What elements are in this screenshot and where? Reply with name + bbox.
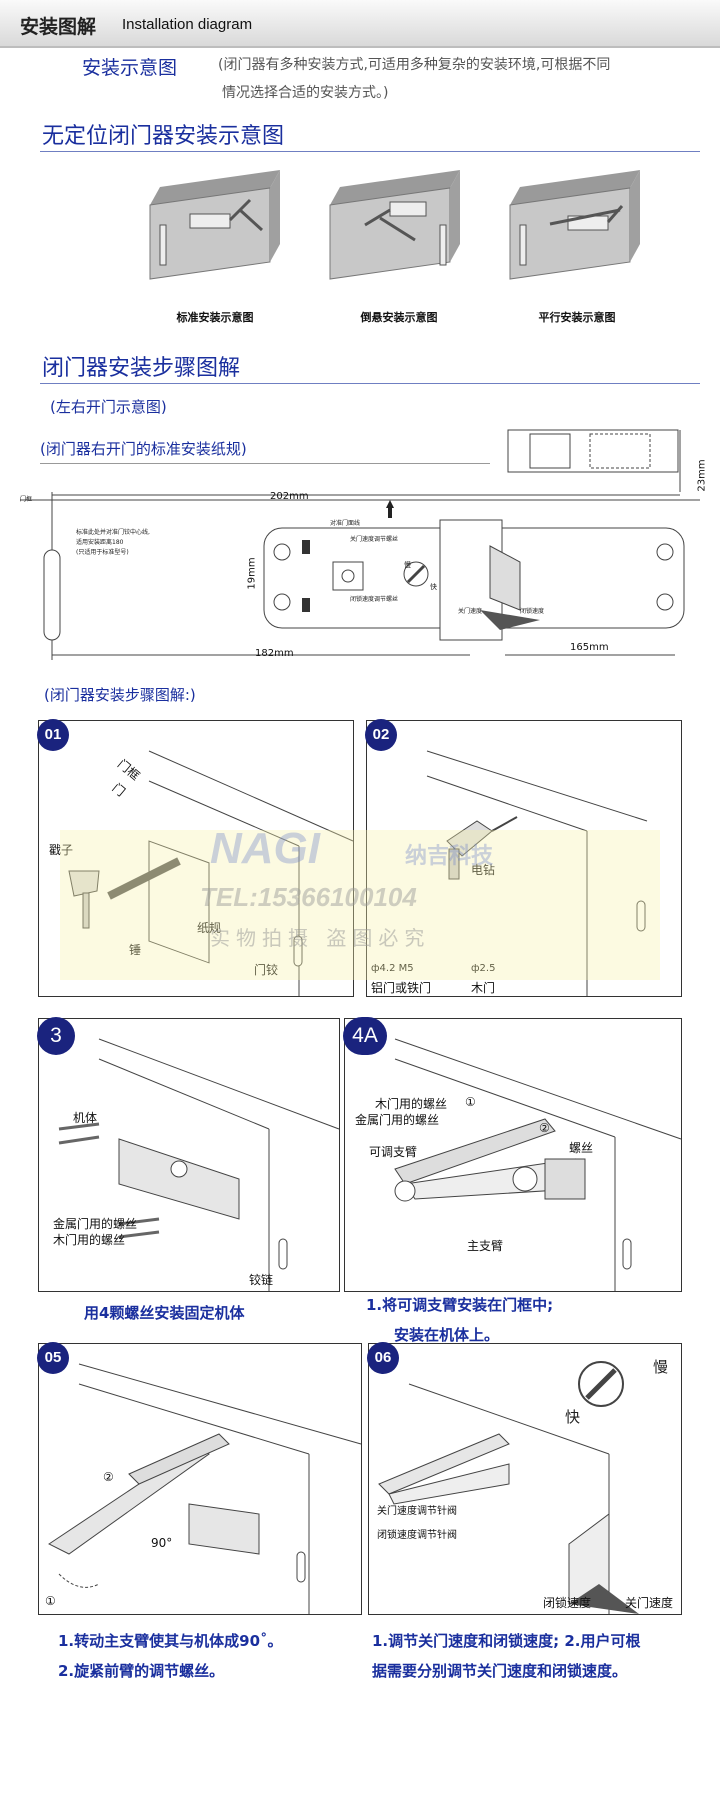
intro-text-line2: 情况选择合适的安装方式。) — [222, 85, 389, 101]
template-note-line3: (只适用于标准型号) — [76, 549, 129, 556]
template-dim-23: 23mm — [696, 459, 708, 492]
step-02-label-spec2: ф2.5 — [471, 963, 496, 974]
caption-inverted: 倒悬安装示意图 — [360, 311, 438, 324]
step-05-caption-line1: 1.转动主支臂使其与机体成90˚。 — [58, 1632, 283, 1650]
step-4a-label-metal-screw: 金属门用的螺丝 — [355, 1113, 440, 1127]
step-06-label-fast: 快 — [565, 1408, 581, 1426]
step-3-caption: 用4颗螺丝安装固定机体 — [84, 1304, 245, 1322]
section1-divider — [40, 151, 700, 152]
intro-text-line1: (闭门器有多种安装方式,可适用多种复杂的安装环境,可根据不同 — [218, 57, 611, 73]
step-4a-label-main-arm: 主支臂 — [467, 1239, 504, 1253]
step-05-label-n1: ① — [45, 1594, 56, 1608]
template-note-line1: 标准此处并对准门铰中心线, — [76, 529, 150, 536]
step-02-label-wood: 木门 — [471, 981, 496, 995]
template-top-label: 对准门面线 — [330, 520, 361, 527]
step-3-number: 3 — [37, 1017, 75, 1055]
section2-sub-template: (闭门器右开门的标准安装纸规) — [40, 440, 247, 458]
caption-standard: 标准安装示意图 — [176, 311, 254, 324]
template-divider — [40, 463, 490, 464]
step-02-number: 02 — [365, 719, 397, 751]
template-dim-202: 202mm — [270, 491, 309, 502]
step-05-number: 05 — [37, 1342, 69, 1374]
step-02-label-metal: 铝门或铁门 — [371, 981, 432, 995]
step-01-label-punch: 戳子 — [49, 843, 74, 857]
step-06-label-close-valve: 关门速度调节针阀 — [377, 1506, 457, 1517]
step-06-number: 06 — [367, 1342, 399, 1374]
step-01-illustration — [68, 750, 354, 996]
template-close-speed-screw: 关门速度调节螺丝 — [350, 536, 399, 543]
template-dim-182: 182mm — [255, 648, 294, 659]
header-title-en: Installation diagram — [122, 16, 253, 33]
step-02-illustration — [426, 750, 648, 996]
step-01-label-paper: 纸规 — [197, 921, 222, 935]
inverted-install-illustration — [329, 170, 460, 280]
section1-title: 无定位闭门器安装示意图 — [42, 124, 285, 149]
template-close: 关门速度 — [458, 608, 483, 615]
template-note-line2: 适用安装距离180 — [76, 539, 124, 546]
step-01-number: 01 — [37, 719, 69, 751]
section2-divider — [40, 383, 700, 384]
step-3-panel: 3 机体 金属门用的螺丝 木门用的螺丝 铰链 — [37, 1017, 340, 1292]
step-06-illustration — [378, 1361, 639, 1614]
caption-parallel: 平行安装示意图 — [538, 311, 616, 324]
standard-install-illustration — [149, 170, 280, 280]
step-05-label-angle: 90° — [151, 1536, 173, 1550]
step-4a-number: 4A — [343, 1017, 387, 1055]
step-05-label-n2: ② — [103, 1470, 114, 1484]
step-06-label-lock-valve: 闭锁速度调节针阀 — [377, 1530, 457, 1541]
step-06-caption-line2: 据需要分别调节关门速度和闭锁速度。 — [372, 1662, 628, 1680]
step-4a-caption-line1: 1.将可调支臂安装在门框中; — [366, 1296, 554, 1314]
step-06-label-lock-speed: 闭锁速度 — [543, 1596, 592, 1610]
watermark-slogan: 实物拍摄 盗图必究 — [210, 926, 431, 950]
step-01-label-hammer: 锤 — [129, 943, 142, 957]
section2-title: 闭门器安装步骤图解 — [42, 356, 241, 381]
step-05-illustration — [48, 1363, 362, 1614]
step-06-panel: 06 慢 快 关门速度调节针阀 闭锁速度调节针阀 闭锁速度 关门速度 — [367, 1342, 682, 1615]
step-3-label-hinge: 铰链 — [249, 1273, 274, 1287]
section2-sub-leftright: (左右开门示意图) — [50, 398, 167, 416]
watermark-brand-cn: 纳吉科技 — [405, 844, 494, 869]
intro-title: 安装示意图 — [82, 57, 178, 79]
template-dim-165: 165mm — [570, 642, 609, 653]
step-01-panel: 01 门框 门 戳子 锤 纸规 门铰 — [37, 719, 354, 997]
step-4a-caption-line2: 安装在机体上。 — [394, 1326, 500, 1344]
step-05-panel: 05 90° ① ② — [37, 1342, 362, 1615]
install-template-drawing — [20, 429, 700, 660]
step-3-label-metal-screw: 金属门用的螺丝 — [53, 1217, 138, 1231]
watermark-brand: NAGI — [210, 824, 320, 873]
step-01-label-hinge: 门铰 — [254, 963, 279, 977]
template-slow: 慢 — [404, 561, 411, 569]
step-06-label-slow: 慢 — [653, 1358, 669, 1376]
step-02-label-spec1: ф4.2 M5 — [371, 963, 414, 974]
step-05-caption-line2: 2.旋紧前臂的调节螺丝。 — [58, 1662, 225, 1680]
step-4a-panel: 4A 木门用的螺丝 ① 金属门用的螺丝 ② 可调支臂 螺丝 主支臂 — [343, 1017, 682, 1292]
watermark-tel: TEL:15366100104 — [200, 882, 417, 912]
step-02-label-drill: 电钻 — [471, 863, 496, 877]
step-3-label-wood-screw: 木门用的螺丝 — [53, 1233, 126, 1247]
template-lock: 闭锁速度 — [520, 608, 545, 615]
step-06-label-close-speed: 关门速度 — [625, 1596, 674, 1610]
step-3-illustration — [58, 1038, 340, 1291]
step-4a-label-wood-screw: 木门用的螺丝 — [375, 1097, 448, 1111]
section2-sub-steps: (闭门器安装步骤图解:) — [44, 686, 196, 704]
parallel-install-illustration — [509, 170, 640, 280]
step-06-caption-line1: 1.调节关门速度和闭锁速度; 2.用户可根 — [372, 1632, 641, 1650]
header-bar: 安装图解 Installation diagram — [0, 0, 720, 48]
header-title-cn: 安装图解 — [20, 16, 97, 38]
template-door-frame: 门框 — [20, 496, 33, 503]
step-4a-label-screw: 螺丝 — [569, 1141, 594, 1155]
step-4a-label-adj-arm: 可调支臂 — [369, 1145, 418, 1159]
step-4a-illustration — [394, 1038, 682, 1291]
template-note: 标准此处并对准门铰中心线, 适用安装距离180 (只适用于标准型号) — [76, 528, 176, 558]
step-4a-label-n1: ① — [465, 1095, 476, 1109]
template-dim-19: 19mm — [246, 557, 258, 590]
step-02-panel: 02 电钻 ф4.2 M5 ф2.5 铝门或铁门 木门 — [365, 719, 682, 997]
step-4a-label-n2: ② — [539, 1121, 550, 1135]
template-fast: 快 — [430, 583, 437, 591]
step-3-label-body: 机体 — [73, 1111, 98, 1125]
watermark-overlay: NAGI 纳吉科技 TEL:15366100104 实物拍摄 盗图必究 — [60, 824, 660, 980]
template-lock-speed-screw: 闭锁速度调节螺丝 — [350, 596, 399, 603]
